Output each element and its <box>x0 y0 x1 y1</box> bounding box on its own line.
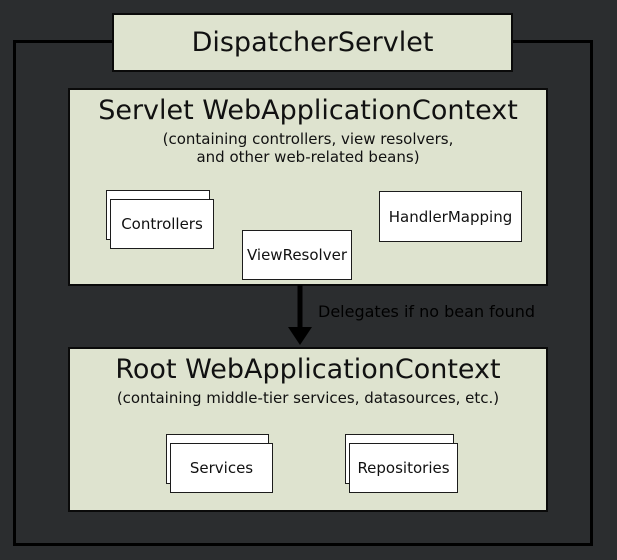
servlet-webapplicationcontext-box: Servlet WebApplicationContext (containin… <box>68 88 548 286</box>
root-context-subtitle: (containing middle-tier services, dataso… <box>116 389 500 407</box>
servlet-context-title: Servlet WebApplicationContext <box>98 95 518 126</box>
handler-mapping-bean-label: HandlerMapping <box>388 207 513 226</box>
repositories-bean: Repositories <box>349 443 458 493</box>
servlet-context-subtitle: (containing controllers, view resolvers,… <box>162 130 454 166</box>
root-context-title: Root WebApplicationContext <box>115 354 501 385</box>
root-webapplicationcontext-box: Root WebApplicationContext (containing m… <box>68 347 548 512</box>
dispatcher-servlet-title: DispatcherServlet <box>191 27 434 58</box>
dispatcher-servlet-box: DispatcherServlet <box>112 13 513 72</box>
services-bean: Services <box>170 443 273 493</box>
services-bean-label: Services <box>189 459 254 477</box>
handler-mapping-bean: HandlerMapping <box>379 191 522 242</box>
repositories-bean-label: Repositories <box>357 459 450 477</box>
delegates-down-arrow-icon <box>288 285 312 345</box>
view-resolver-bean-label: ViewResolver <box>246 246 347 264</box>
controllers-bean: Controllers <box>110 199 214 249</box>
delegates-label: Delegates if no bean found <box>318 302 536 321</box>
controllers-bean-label: Controllers <box>121 215 203 233</box>
view-resolver-bean: ViewResolver <box>242 230 352 280</box>
